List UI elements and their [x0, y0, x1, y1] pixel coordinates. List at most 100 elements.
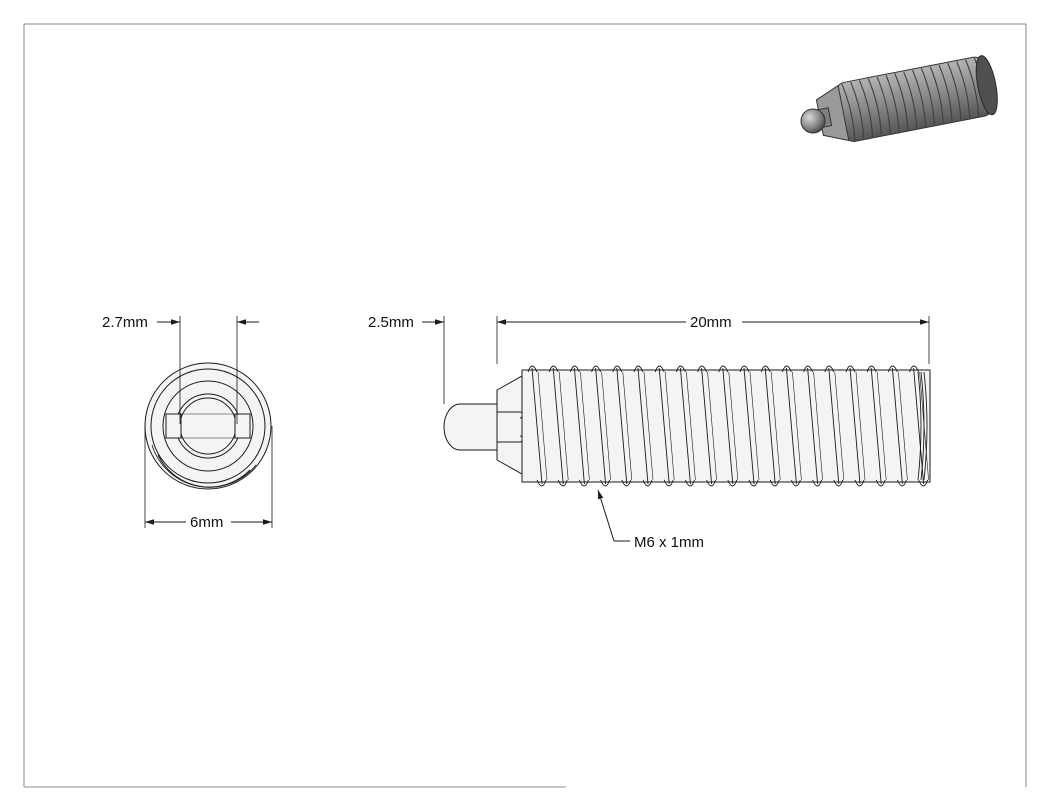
dim-tip-length-label: 2.5mm: [368, 314, 414, 331]
thread-crest-bottom: [790, 479, 801, 487]
iso-thread-line: [956, 61, 971, 119]
iso-view: [800, 55, 998, 142]
thread-flank: [891, 367, 903, 485]
thread-crest-top: [697, 365, 708, 373]
thread-flank: [855, 371, 866, 481]
thread-crest-top: [909, 365, 920, 373]
thread-flank: [813, 371, 823, 481]
thread-crest-top: [591, 365, 602, 373]
thread-flank: [728, 371, 739, 481]
iso-thread-line: [929, 66, 944, 124]
thread-end: [920, 371, 925, 481]
iso-thread-line: [912, 69, 927, 127]
thread-flank: [580, 371, 590, 481]
iso-thread-line: [885, 75, 900, 132]
thread-crest-top: [781, 365, 792, 373]
thread-flank: [595, 367, 607, 485]
thread-flank: [558, 371, 569, 481]
thread-crest-top: [866, 365, 877, 373]
thread-end: [917, 371, 922, 481]
thread-flank: [764, 367, 776, 485]
thread-crest-top: [803, 365, 814, 373]
thread-crest-top: [739, 365, 750, 373]
thread-flank: [785, 367, 797, 485]
thread-flank: [701, 367, 713, 485]
thread-flank: [552, 367, 564, 485]
thread-crest-bottom: [833, 479, 844, 487]
thread-crest-top: [654, 365, 665, 373]
thread-flank: [679, 367, 691, 485]
sheet-frame: [23, 23, 1027, 788]
thread-crest-top: [675, 365, 686, 373]
thread-flank: [531, 367, 543, 485]
iso-thread-line: [903, 71, 918, 129]
thread-crest-bottom: [896, 479, 907, 487]
thread-flank: [643, 371, 654, 481]
thread-crest-bottom: [854, 479, 865, 487]
thread-crest-top: [760, 365, 771, 373]
thread-crest-top: [633, 365, 644, 373]
iso-thread-line: [965, 59, 980, 117]
thread-flank: [828, 367, 840, 485]
thread-flank: [749, 371, 760, 481]
thread-flank: [637, 367, 649, 485]
thread-end: [923, 371, 928, 481]
thread-crest-bottom: [748, 479, 759, 487]
thread-flank: [658, 367, 670, 485]
iso-thread-line: [859, 80, 874, 137]
end-view: [144, 316, 273, 528]
thread-callout-label: M6 x 1mm: [634, 534, 704, 551]
iso-thread-line: [938, 64, 953, 122]
side-view: [443, 369, 931, 483]
thread-crest-top: [887, 365, 898, 373]
thread-flank: [876, 371, 887, 481]
dim-overall-length-label: 20mm: [690, 314, 732, 331]
thread-flank: [849, 367, 861, 485]
thread-profile: [527, 365, 929, 487]
thread-crest-top: [845, 365, 856, 373]
iso-thread-line: [894, 73, 909, 131]
iso-thread-line: [850, 81, 865, 139]
thread-callout-leader: [597, 489, 630, 542]
thread-crest-bottom: [727, 479, 738, 487]
thread-flank: [870, 367, 882, 485]
thread-flank: [686, 371, 696, 481]
dim-slot-width-label: 2.7mm: [102, 314, 148, 331]
thread-flank: [722, 367, 734, 485]
thread-crest-bottom: [621, 479, 632, 487]
iso-thread-line: [841, 83, 856, 141]
thread-flank: [664, 371, 675, 481]
iso-thread-line: [867, 78, 882, 136]
thread-crest-bottom: [769, 479, 780, 487]
thread-crest-bottom: [642, 479, 653, 487]
iso-ball: [800, 108, 826, 134]
thread-crest-bottom: [663, 479, 674, 487]
thread-crest-bottom: [918, 479, 929, 487]
thread-crest-top: [548, 365, 559, 373]
thread-crest-bottom: [557, 479, 568, 487]
thread-flank: [622, 371, 633, 481]
thread-flank: [834, 371, 845, 481]
collar: [496, 375, 523, 475]
thread-crest-bottom: [875, 479, 886, 487]
thread-crest-bottom: [600, 479, 611, 487]
thread-body: [521, 369, 931, 483]
thread-crest-top: [612, 365, 623, 373]
thread-flank: [898, 371, 908, 481]
iso-thread-line: [876, 76, 891, 134]
thread-crest-bottom: [706, 479, 717, 487]
thread-crest-bottom: [578, 479, 589, 487]
thread-flank: [537, 371, 548, 481]
thread-flank: [573, 367, 585, 485]
thread-flank: [601, 371, 611, 481]
thread-flank: [707, 371, 717, 481]
iso-thread-line: [947, 62, 962, 120]
thread-flank: [792, 371, 802, 481]
dim-diameter-label: 6mm: [190, 514, 223, 531]
thread-crest-top: [527, 365, 538, 373]
thread-flank: [743, 367, 755, 485]
thread-flank: [807, 367, 819, 485]
thread-crest-bottom: [536, 479, 547, 487]
thread-crest-top: [824, 365, 835, 373]
